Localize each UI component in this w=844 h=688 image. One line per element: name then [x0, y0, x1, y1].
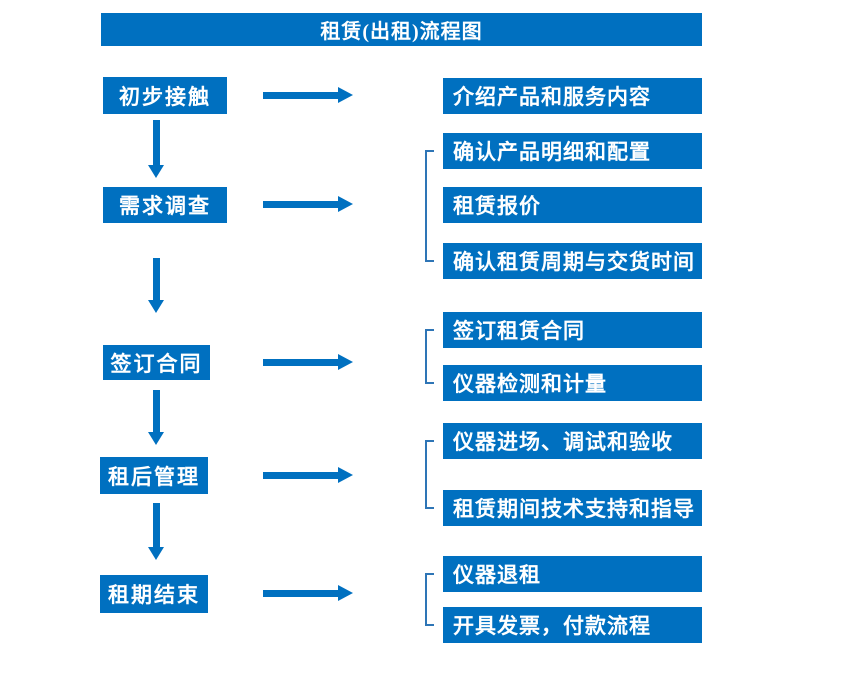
right-arrow-icon: [263, 467, 353, 484]
bracket-connector: [425, 329, 434, 384]
stage-box-demand-survey: 需求调查: [103, 187, 227, 223]
down-arrow-shaft: [153, 258, 160, 301]
down-arrow-icon: [148, 120, 165, 178]
detail-box-invoice-payment: 开具发票，付款流程: [443, 607, 702, 643]
down-arrow-shaft: [153, 503, 160, 548]
right-arrow-shaft: [263, 359, 338, 366]
right-arrow-head: [338, 585, 353, 601]
detail-box-introduce-products: 介绍产品和服务内容: [443, 78, 702, 114]
stage-box-rental-end: 租期结束: [100, 575, 208, 613]
detail-box-confirm-product-details: 确认产品明细和配置: [443, 133, 702, 169]
flowchart-title: 租赁(出租)流程图: [101, 13, 702, 46]
down-arrow-shaft: [153, 120, 160, 166]
down-arrow-head: [148, 432, 164, 445]
right-arrow-head: [338, 354, 353, 370]
right-arrow-head: [338, 467, 353, 483]
bracket-connector: [425, 150, 434, 262]
stage-box-initial-contact: 初步接触: [103, 77, 227, 114]
right-arrow-shaft: [263, 201, 338, 208]
bracket-connector: [425, 573, 434, 626]
right-arrow-icon: [263, 196, 353, 213]
right-arrow-shaft: [263, 472, 338, 479]
bracket-connector: [425, 440, 434, 509]
stage-box-sign-contract: 签订合同: [103, 345, 210, 380]
detail-box-rental-quotation: 租赁报价: [443, 187, 702, 223]
right-arrow-shaft: [263, 92, 338, 99]
right-arrow-icon: [263, 354, 353, 371]
detail-box-confirm-rental-period: 确认租赁周期与交货时间: [443, 243, 702, 279]
right-arrow-shaft: [263, 590, 338, 597]
down-arrow-shaft: [153, 390, 160, 433]
detail-box-instrument-entry: 仪器进场、调试和验收: [443, 423, 702, 459]
down-arrow-icon: [148, 503, 165, 560]
down-arrow-head: [148, 547, 164, 560]
down-arrow-head: [148, 165, 164, 178]
right-arrow-icon: [263, 87, 353, 104]
detail-box-sign-rental-contract: 签订租赁合同: [443, 312, 702, 348]
detail-box-technical-support: 租赁期间技术支持和指导: [443, 490, 702, 526]
down-arrow-icon: [148, 390, 165, 445]
down-arrow-head: [148, 300, 164, 313]
down-arrow-icon: [148, 258, 165, 313]
detail-box-instrument-return: 仪器退租: [443, 556, 702, 592]
stage-box-post-rental-management: 租后管理: [100, 457, 208, 494]
right-arrow-head: [338, 87, 353, 103]
detail-box-instrument-testing: 仪器检测和计量: [443, 365, 702, 401]
right-arrow-icon: [263, 585, 353, 602]
right-arrow-head: [338, 196, 353, 212]
